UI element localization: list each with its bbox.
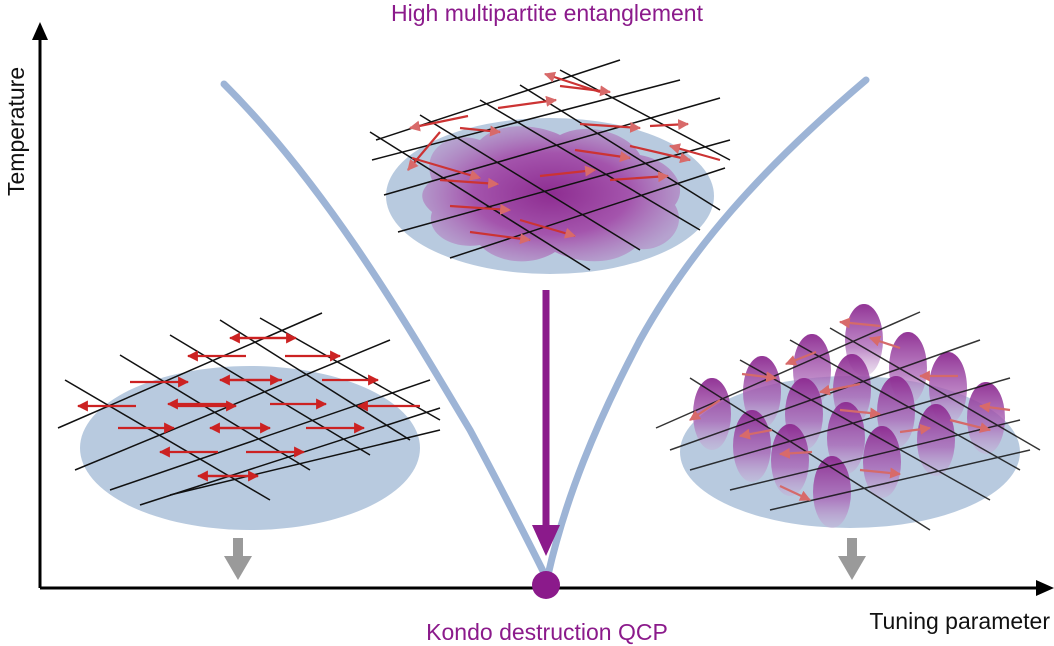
spin-arrow (668, 143, 721, 162)
center-spins (407, 71, 721, 245)
spin-arrow (519, 218, 577, 239)
lattice-line (729, 419, 1021, 491)
lattice-line (383, 97, 721, 196)
y-axis-label: Temperature (3, 66, 29, 196)
lattice-line (57, 312, 323, 429)
spin-arrow (778, 447, 813, 459)
x-axis-arrow-icon (1036, 580, 1054, 596)
lattice-line (655, 311, 921, 429)
spin-arrow (449, 203, 512, 215)
lattice-line (419, 114, 641, 251)
right-kondo-clouds (693, 304, 1005, 528)
left-gray-arrow (224, 538, 252, 580)
spin-arrow (689, 399, 721, 421)
spin-arrow (469, 230, 532, 245)
purple-arrow-head-icon (532, 525, 560, 556)
lattice-line (739, 359, 991, 501)
kondo-cloud (733, 410, 771, 482)
lattice-line (689, 377, 931, 531)
lattice-line (139, 407, 441, 506)
lattice-line (371, 79, 681, 161)
right-disk-panel (655, 304, 1041, 531)
purple-dot-icon (532, 571, 560, 599)
left-disk (80, 366, 420, 530)
spin-arrow (497, 95, 558, 110)
spin-arrow (839, 407, 882, 419)
arrow-down-icon (224, 556, 252, 580)
top-label: High multipartite entanglement (391, 0, 703, 26)
spin-arrow (609, 171, 670, 183)
right-spins (689, 317, 1011, 501)
spin-arrow (868, 335, 901, 350)
lattice-line (689, 377, 1011, 471)
lattice-line (169, 429, 441, 496)
lattice-line (109, 379, 431, 491)
spin-arrow (899, 423, 932, 435)
spin-arrow (649, 119, 690, 131)
center-lattice (369, 59, 731, 271)
x-axis-label: Tuning parameter (869, 608, 1050, 634)
spin-arrow (411, 156, 482, 181)
spin-arrow (741, 371, 778, 383)
spin-arrow (579, 121, 642, 133)
spin-arrow (407, 131, 441, 171)
spin-arrow (459, 125, 502, 137)
lattice-line (769, 449, 1031, 511)
left-lattice (57, 312, 441, 506)
left-spins (76, 332, 420, 482)
spin-arrow (539, 165, 597, 178)
right-crossover-line (544, 76, 870, 579)
lattice-line (369, 131, 591, 271)
spin-arrow (559, 84, 612, 97)
kondo-cloud (827, 402, 865, 474)
left-disk-panel (57, 312, 441, 530)
spin-arrow (779, 485, 811, 501)
spin-arrow (408, 114, 469, 132)
lattice-line (479, 99, 701, 231)
lattice-line (829, 327, 1041, 451)
lattice-line (789, 339, 1021, 471)
lattice-line (64, 379, 271, 501)
entanglement-cloud (422, 126, 681, 262)
center-disk-panel (369, 59, 731, 274)
qcp-label: Kondo destruction QCP (426, 619, 668, 645)
lattice-line (219, 319, 411, 441)
crossover-lines (220, 76, 870, 579)
spin-arrow (978, 401, 1011, 413)
spin-arrow (859, 467, 902, 479)
spin-arrow (574, 148, 632, 163)
lattice-line (559, 69, 731, 161)
lattice-line (449, 167, 726, 259)
spin-arrow (738, 428, 773, 440)
left-crossover-line (220, 80, 549, 579)
spin-arrow (629, 144, 692, 164)
spin-arrow (949, 418, 992, 433)
kondo-cloud (771, 424, 809, 496)
spin-arrow (439, 177, 500, 189)
spin-arrow (784, 350, 817, 366)
arrow-down-icon (838, 556, 866, 580)
spin-arrow (838, 317, 881, 329)
right-gray-arrow (838, 538, 866, 580)
purple-arrow (532, 290, 560, 556)
lattice-line (119, 354, 311, 471)
spin-arrow (818, 382, 861, 396)
y-axis-arrow-icon (32, 22, 48, 40)
